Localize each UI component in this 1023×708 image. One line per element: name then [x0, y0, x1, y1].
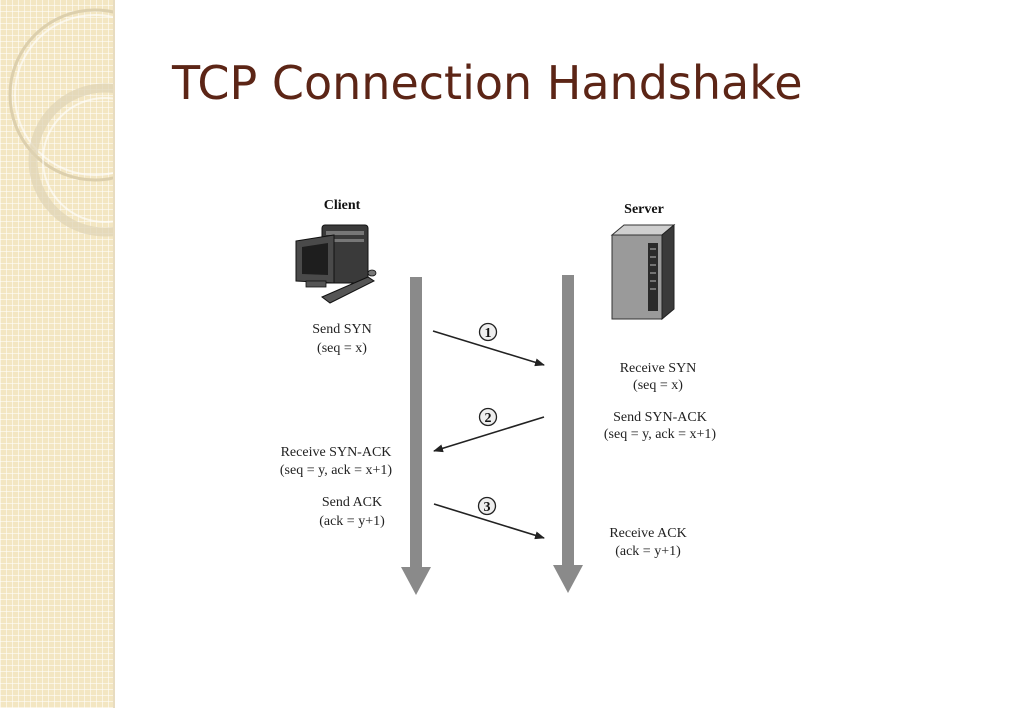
server-label: Server: [624, 202, 664, 217]
step-3-server-line-2: (ack = y+1): [615, 544, 681, 559]
step-2-server-line-1: Send SYN-ACK: [613, 410, 707, 425]
step-2-client-line-2: (seq = y, ack = x+1): [280, 463, 393, 478]
step-1-client-line-2: (seq = x): [317, 341, 367, 356]
step-3-badge: [477, 496, 497, 516]
step-2-badge: [478, 407, 498, 427]
step-1-message: Send SYN (seq = x) 1 Receive SYN (seq = …: [312, 322, 696, 393]
slide-title: TCP Connection Handshake: [172, 56, 803, 110]
client-label: Client: [324, 198, 361, 213]
step-3-arrow: [433, 503, 545, 540]
decorative-rings: [8, 8, 113, 237]
step-3-server-line-1: Receive ACK: [609, 526, 686, 541]
step-1-arrow: [432, 330, 545, 367]
step-1-number: 1: [485, 326, 492, 341]
desktop-computer-icon: [295, 224, 377, 304]
decorative-sidebar: [0, 0, 115, 708]
server-timeline-arrow: [553, 275, 583, 593]
server-tower-icon: [610, 223, 676, 321]
step-2-arrow: [433, 416, 545, 453]
step-3-client-line-1: Send ACK: [322, 495, 382, 510]
step-3-number: 3: [484, 500, 491, 515]
step-1-client-line-1: Send SYN: [312, 322, 372, 337]
step-1-server-line-2: (seq = x): [633, 378, 683, 393]
tcp-handshake-diagram: Client Server Send SY: [280, 198, 717, 595]
step-1-badge: [478, 322, 498, 342]
step-2-client-line-1: Receive SYN-ACK: [281, 445, 392, 460]
client-timeline-arrow: [401, 277, 431, 595]
step-3-client-line-2: (ack = y+1): [319, 514, 385, 529]
step-1-server-line-1: Receive SYN: [620, 361, 697, 376]
step-2-server-line-2: (seq = y, ack = x+1): [604, 427, 717, 442]
step-2-number: 2: [485, 411, 492, 426]
step-3-message: Send ACK (ack = y+1) 3 Receive ACK (ack …: [319, 495, 686, 559]
step-2-message: Send SYN-ACK (seq = y, ack = x+1) 2 Rece…: [280, 407, 717, 478]
